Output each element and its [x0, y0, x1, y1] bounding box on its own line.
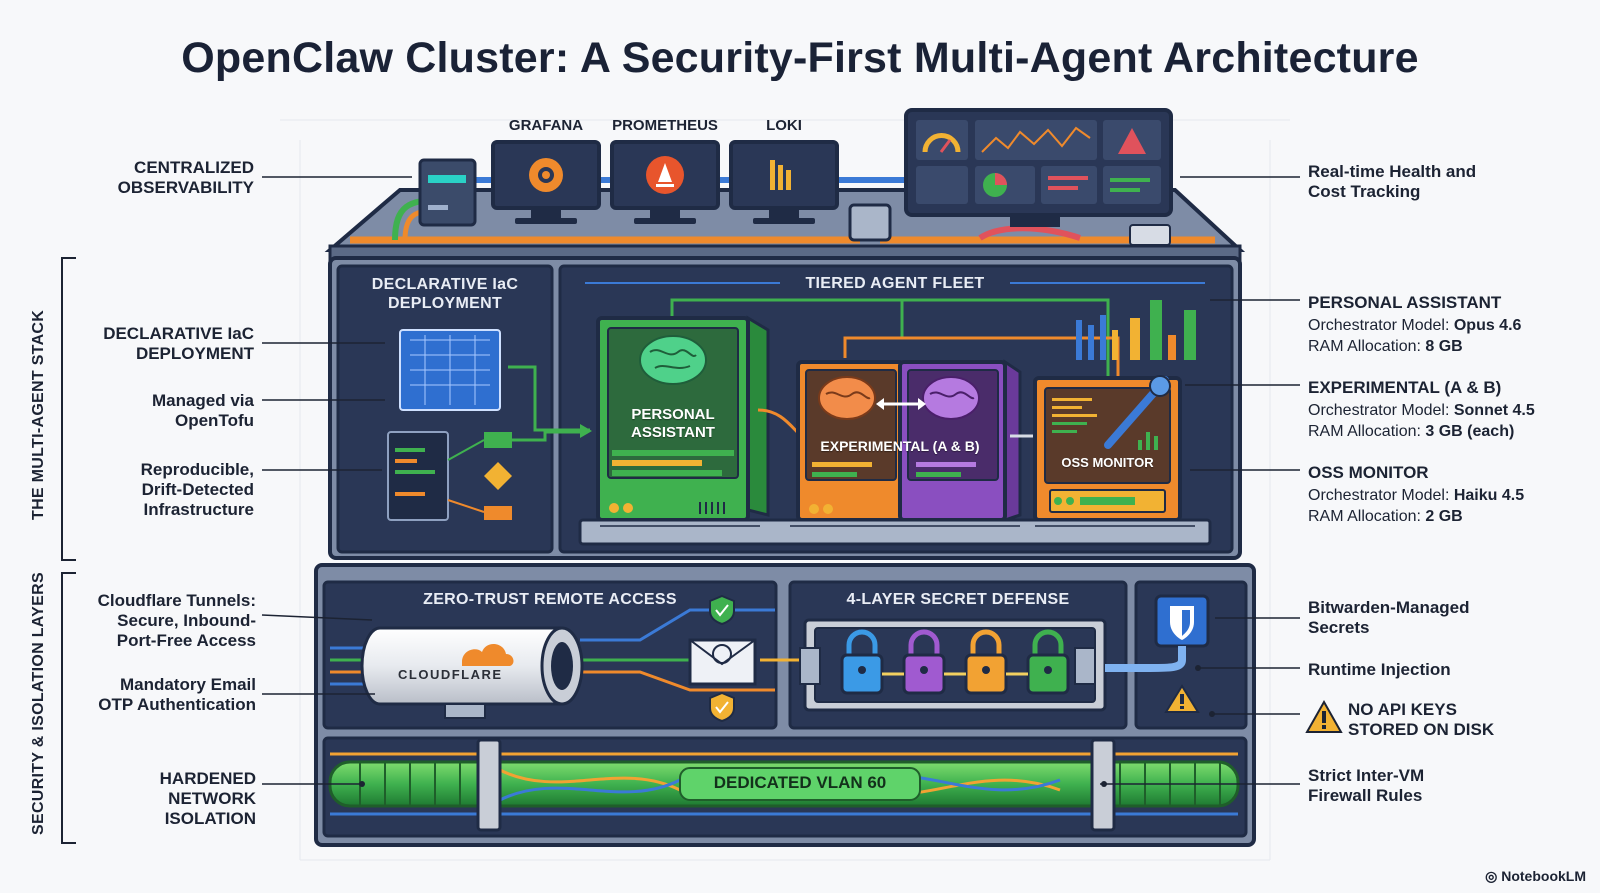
- no-api-keys-label: NO API KEYS STORED ON DISK: [1348, 700, 1495, 739]
- health-tracking-label: Real-time Health and Cost Tracking: [1308, 162, 1477, 201]
- experimental-server-a: [796, 360, 905, 522]
- experimental-server-b: [898, 359, 1022, 523]
- loki-label: LOKI: [766, 117, 802, 134]
- opentofu-label: Managed via OpenTofu: [151, 391, 254, 430]
- email-otp-label: Mandatory Email OTP Authentication: [98, 675, 256, 714]
- iac-graphics: [387, 329, 592, 521]
- prometheus-monitor: [610, 140, 720, 224]
- network-isolation-label: HARDENED NETWORK ISOLATION: [159, 769, 256, 828]
- notebooklm-icon: ◎: [1485, 868, 1498, 884]
- fleet-panel-title: TIERED AGENT FLEET: [780, 275, 1010, 293]
- agent-experimental-ram: RAM Allocation: 3 GB (each): [1308, 423, 1515, 440]
- grafana-label: GRAFANA: [508, 117, 584, 134]
- vlan-label: DEDICATED VLAN 60: [713, 773, 887, 792]
- zero-trust-panel-title: ZERO-TRUST REMOTE ACCESS: [423, 591, 677, 608]
- warning-icon: [1305, 699, 1343, 733]
- side-brackets: [61, 257, 76, 844]
- agent-personal-model: Orchestrator Model: Opus 4.6: [1308, 317, 1522, 334]
- grafana-monitor: [491, 140, 601, 224]
- declarative-iac-label: DECLARATIVE IaC DEPLOYMENT: [103, 324, 254, 363]
- runtime-injection-label: Runtime Injection: [1308, 660, 1451, 679]
- firewall-rules-label: Strict Inter-VM Firewall Rules: [1308, 766, 1425, 805]
- prometheus-label: PROMETHEUS: [612, 117, 718, 134]
- iac-panel-title: DECLARATIVE IaC DEPLOYMENT: [371, 276, 519, 312]
- bitwarden-label: Bitwarden-Managed Secrets: [1308, 598, 1470, 637]
- reproducible-infra-label: Reproducible, Drift-Detected Infrastruct…: [140, 460, 254, 519]
- agent-oss-model: Orchestrator Model: Haiku 4.5: [1308, 487, 1525, 504]
- vlan-graphics: [328, 738, 1240, 832]
- bitwarden-graphics: [1105, 594, 1210, 713]
- security-layers-header: SECURITY & ISOLATION LAYERS: [30, 572, 47, 835]
- notebooklm-text: NotebookLM: [1501, 868, 1586, 884]
- personal-assistant-server-label: PERSONAL ASSISTANT: [631, 406, 715, 441]
- experimental-server-label: EXPERIMENTAL (A & B): [820, 438, 980, 454]
- cloudflare-logo-text: CLOUDFLARE: [398, 667, 503, 682]
- agent-oss-name: OSS MONITOR: [1308, 463, 1429, 482]
- zero-trust-graphics: [330, 594, 800, 723]
- right-leaders: [1100, 176, 1300, 785]
- agent-oss-ram: RAM Allocation: 2 GB: [1308, 508, 1463, 525]
- resource-bars: [1076, 300, 1196, 360]
- oss-monitor-server: [1033, 375, 1182, 522]
- agent-experimental-model: Orchestrator Model: Sonnet 4.5: [1308, 402, 1535, 419]
- agent-personal-name: PERSONAL ASSISTANT: [1308, 293, 1502, 312]
- multi-agent-stack-header: THE MULTI-AGENT STACK: [30, 309, 47, 520]
- personal-assistant-server: [596, 315, 770, 522]
- secret-defense-panel-title: 4-LAYER SECRET DEFENSE: [846, 591, 1070, 608]
- page-title: OpenClaw Cluster: A Security-First Multi…: [181, 34, 1419, 82]
- health-dashboard: [904, 108, 1173, 227]
- oss-monitor-server-label: OSS MONITOR: [1061, 455, 1154, 470]
- notebooklm-watermark: ◎ NotebookLM: [1485, 868, 1586, 885]
- centralized-observability-label: CENTRALIZED OBSERVABILITY: [117, 158, 254, 197]
- cloudflare-tunnels-label: Cloudflare Tunnels: Secure, Inbound- Por…: [97, 591, 256, 650]
- left-leaders: [261, 176, 412, 785]
- secret-defense-graphics: [799, 618, 1107, 712]
- agent-experimental-name: EXPERIMENTAL (A & B): [1308, 378, 1502, 397]
- agent-personal-ram: RAM Allocation: 8 GB: [1308, 338, 1463, 355]
- observability-server: [418, 158, 477, 227]
- loki-monitor: [729, 140, 839, 224]
